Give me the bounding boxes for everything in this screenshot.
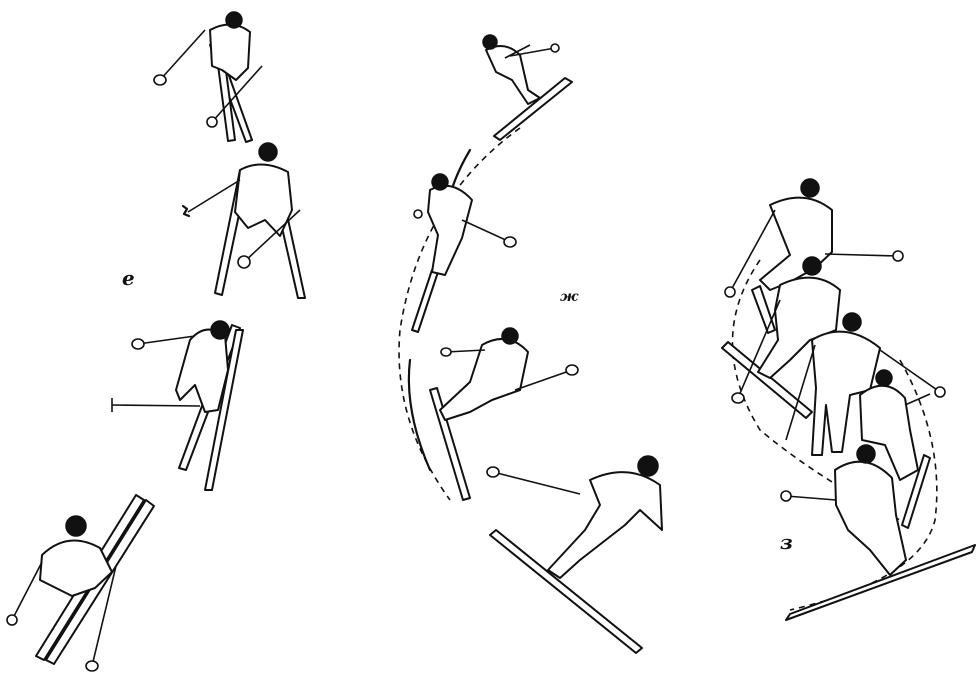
skier-zh1 — [482, 34, 573, 141]
trail-z-inner — [789, 359, 938, 611]
trail-z-outer — [731, 259, 901, 521]
skier-e1 — [153, 11, 263, 143]
trail-zh-inner-2 — [407, 358, 432, 472]
label-group-zh: ж — [560, 289, 579, 305]
skier-z5 — [780, 444, 976, 621]
skier-zh4 — [486, 455, 663, 654]
skier-z2 — [721, 256, 841, 419]
label-group-z: з — [780, 530, 793, 554]
label-group-e: е — [122, 266, 135, 290]
skier-zh3 — [429, 327, 579, 501]
skier-e3 — [111, 320, 244, 491]
skier-e4 — [6, 494, 155, 672]
skier-z1 — [724, 178, 904, 334]
skier-z3 — [785, 312, 946, 456]
skier-e2 — [181, 142, 306, 299]
skier-z4 — [859, 369, 931, 529]
trail-zh-outer — [398, 127, 521, 501]
skier-zh2 — [411, 173, 517, 333]
